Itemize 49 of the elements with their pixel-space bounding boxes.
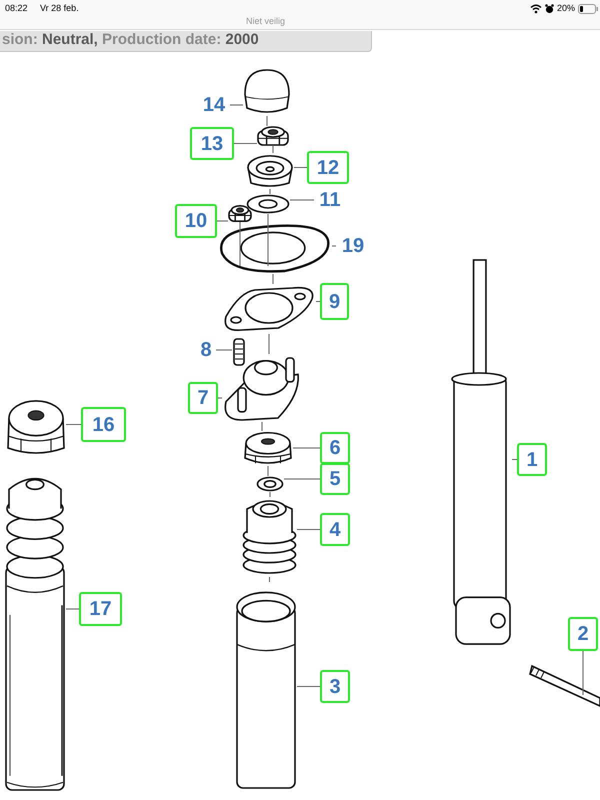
leader-line <box>269 576 270 582</box>
callout-number: 3 <box>320 670 350 703</box>
banner-text: sion: Neutral, Production date: 2000 <box>2 32 259 47</box>
leader-line <box>294 167 308 168</box>
leader-line <box>66 608 80 610</box>
part-drawing <box>256 476 284 492</box>
status-date: Vr 28 feb. <box>40 2 79 15</box>
part-drawing <box>6 398 66 456</box>
leader-line <box>284 478 320 480</box>
callout-number: 16 <box>81 407 126 442</box>
callout-number: 13 <box>190 127 234 160</box>
callout-number: 4 <box>320 513 350 546</box>
callout-number: 5 <box>320 463 350 495</box>
leader-line <box>268 334 270 354</box>
leader-line <box>234 143 258 144</box>
leader-line <box>66 424 82 425</box>
status-time: 08:22 <box>5 2 28 15</box>
part-drawing <box>222 284 316 334</box>
leader-line <box>266 116 268 126</box>
leader-line <box>272 146 274 154</box>
part-drawing <box>222 354 302 422</box>
part-drawing <box>450 258 512 648</box>
leader-line <box>512 459 518 460</box>
security-notice: Niet veilig <box>246 15 286 28</box>
part-drawing <box>257 126 289 146</box>
part-drawing <box>242 497 297 577</box>
callout-number: 9 <box>320 283 349 320</box>
leader-line <box>296 529 320 530</box>
part-drawing <box>243 431 293 466</box>
part-drawing <box>232 338 246 366</box>
callout-number: 6 <box>320 432 350 464</box>
callout-number: 2 <box>568 617 598 651</box>
part-drawing <box>528 664 600 708</box>
leader-line <box>230 104 244 106</box>
part-drawing <box>246 194 290 214</box>
battery-percentage: 20% <box>557 2 576 15</box>
callout-number: 17 <box>79 592 122 626</box>
leader-line <box>272 274 274 284</box>
callout-number: 10 <box>175 204 217 238</box>
part-drawing <box>228 205 252 222</box>
leader-line <box>582 650 584 696</box>
callout-number: 1 <box>517 443 547 476</box>
leader-line <box>216 220 228 222</box>
callout-number: 7 <box>188 382 218 414</box>
leader-line <box>316 301 320 302</box>
part-drawing <box>243 68 291 116</box>
leader-line <box>296 686 320 687</box>
part-drawing <box>246 153 294 189</box>
callout-number: 12 <box>307 151 349 184</box>
